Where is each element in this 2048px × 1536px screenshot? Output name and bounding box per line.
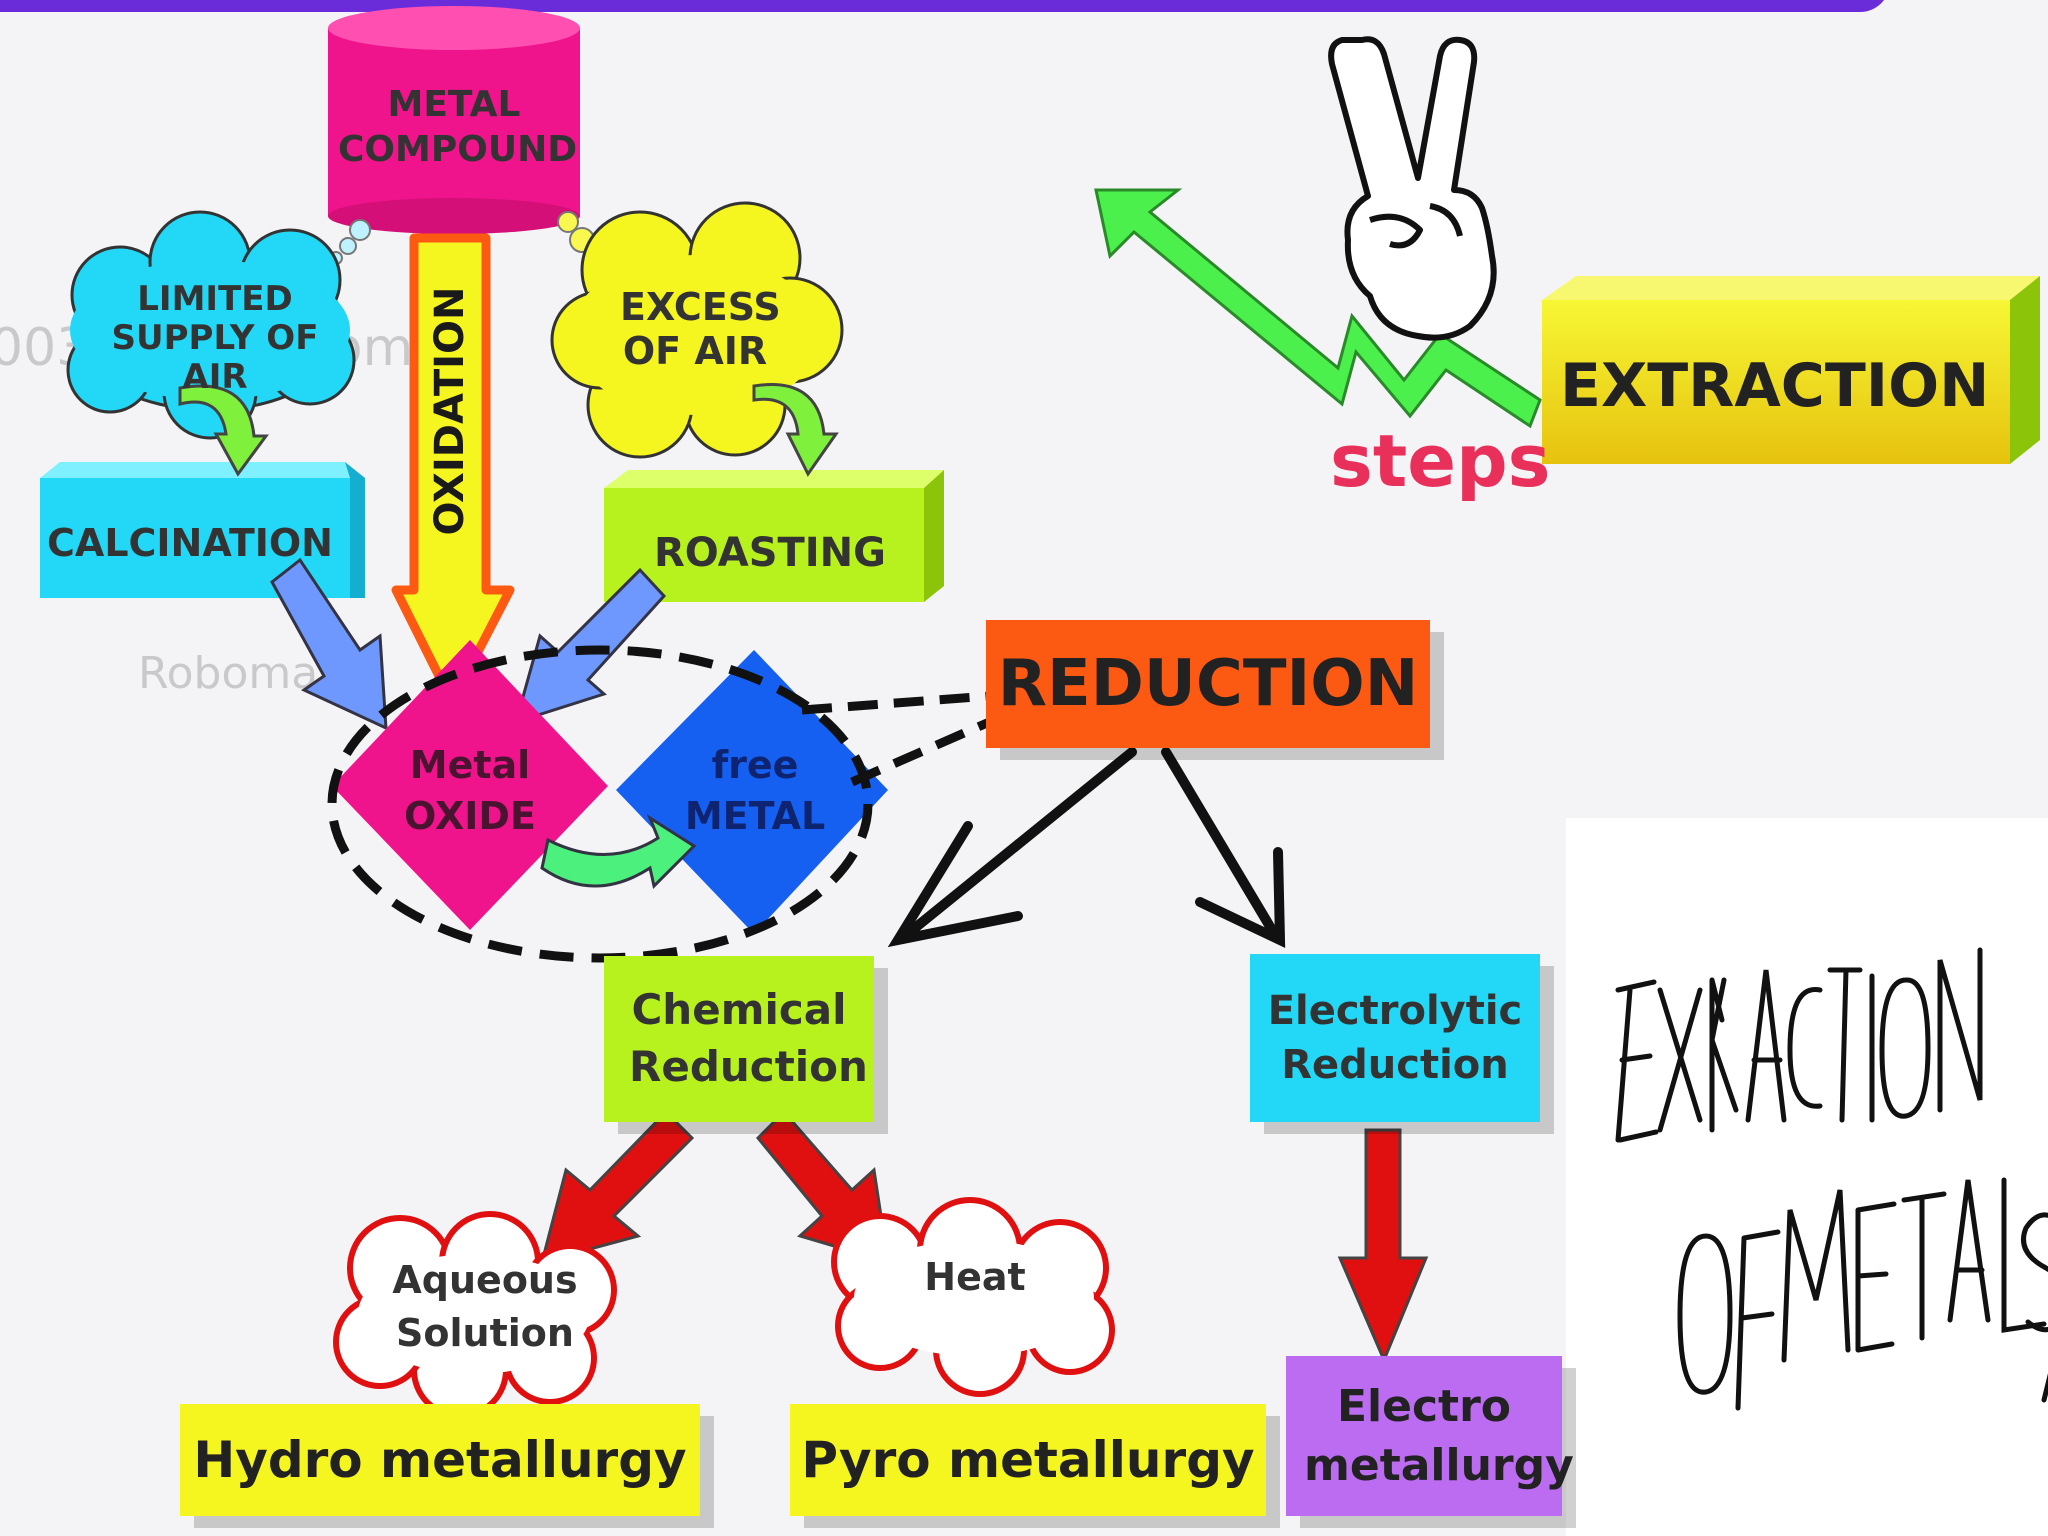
black-arrow-to-electrolytic: [1161, 747, 1286, 948]
extraction-label: EXTRACTION: [1560, 351, 1990, 421]
electrolytic-reduction-box: Electrolytic Reduction: [1250, 954, 1540, 1122]
chemical-reduction-label: Chemical Reduction: [629, 985, 868, 1091]
metal-oxide-label: Metal OXIDE: [404, 743, 536, 839]
free-metal-label: free METAL: [684, 743, 826, 839]
steps-label: steps: [1330, 419, 1551, 503]
metal-compound-label: METAL COMPOUND: [338, 84, 578, 170]
dashed-connectors: [801, 691, 996, 787]
chemical-reduction-box: Chemical Reduction: [604, 956, 874, 1122]
red-arrow-to-electro: [1337, 1128, 1429, 1364]
electro-metallurgy-label: Electro metallurgy: [1304, 1380, 1574, 1491]
green-arrow-oxide-to-metal: [540, 814, 697, 889]
roasting-label: ROASTING: [654, 530, 886, 576]
green-curve-arrow-right: [752, 383, 839, 477]
hydro-metallurgy-label: Hydro metallurgy: [193, 1431, 687, 1489]
roasting-box: [604, 470, 944, 602]
victory-hand-icon: [1328, 36, 1497, 341]
steps-growth-arrow: [1094, 188, 1542, 429]
blue-arrow-calcination: [270, 557, 388, 731]
excess-air-label: EXCESS OF AIR: [620, 285, 781, 373]
limited-air-label: LIMITED SUPPLY OF AIR: [111, 279, 319, 398]
excess-air-cloud: [550, 201, 844, 459]
extraction-box: [1542, 276, 2040, 464]
pyro-metallurgy-label: Pyro metallurgy: [801, 1431, 1255, 1489]
red-arrow-to-aqueous: [539, 1109, 695, 1265]
limited-air-cloud: [66, 210, 356, 440]
heat-label: Heat: [924, 1255, 1026, 1299]
metal-compound-cylinder: [328, 6, 580, 234]
reduction-label: REDUCTION: [997, 647, 1419, 721]
pyro-metallurgy-box: Pyro metallurgy: [790, 1404, 1266, 1516]
metal-oxide-diamond: [332, 640, 608, 930]
hydro-metallurgy-box: Hydro metallurgy: [180, 1404, 700, 1516]
oxidation-label: OXIDATION: [427, 286, 473, 536]
electro-metallurgy-box: Electro metallurgy: [1286, 1356, 1574, 1516]
calcination-label: CALCINATION: [47, 521, 333, 565]
electrolytic-reduction-label: Electrolytic Reduction: [1267, 988, 1523, 1088]
handwritten-note-strokes: [1615, 947, 2048, 1411]
green-curve-arrow-left: [178, 384, 269, 477]
black-arrow-to-chemical: [887, 747, 1137, 948]
oxidation-arrow: [391, 233, 515, 707]
reduction-box: REDUCTION: [986, 620, 1430, 748]
heat-cloud: [831, 1197, 1115, 1397]
dashed-ellipse: [327, 645, 873, 963]
aqueous-solution-label: Aqueous Solution: [392, 1258, 578, 1356]
